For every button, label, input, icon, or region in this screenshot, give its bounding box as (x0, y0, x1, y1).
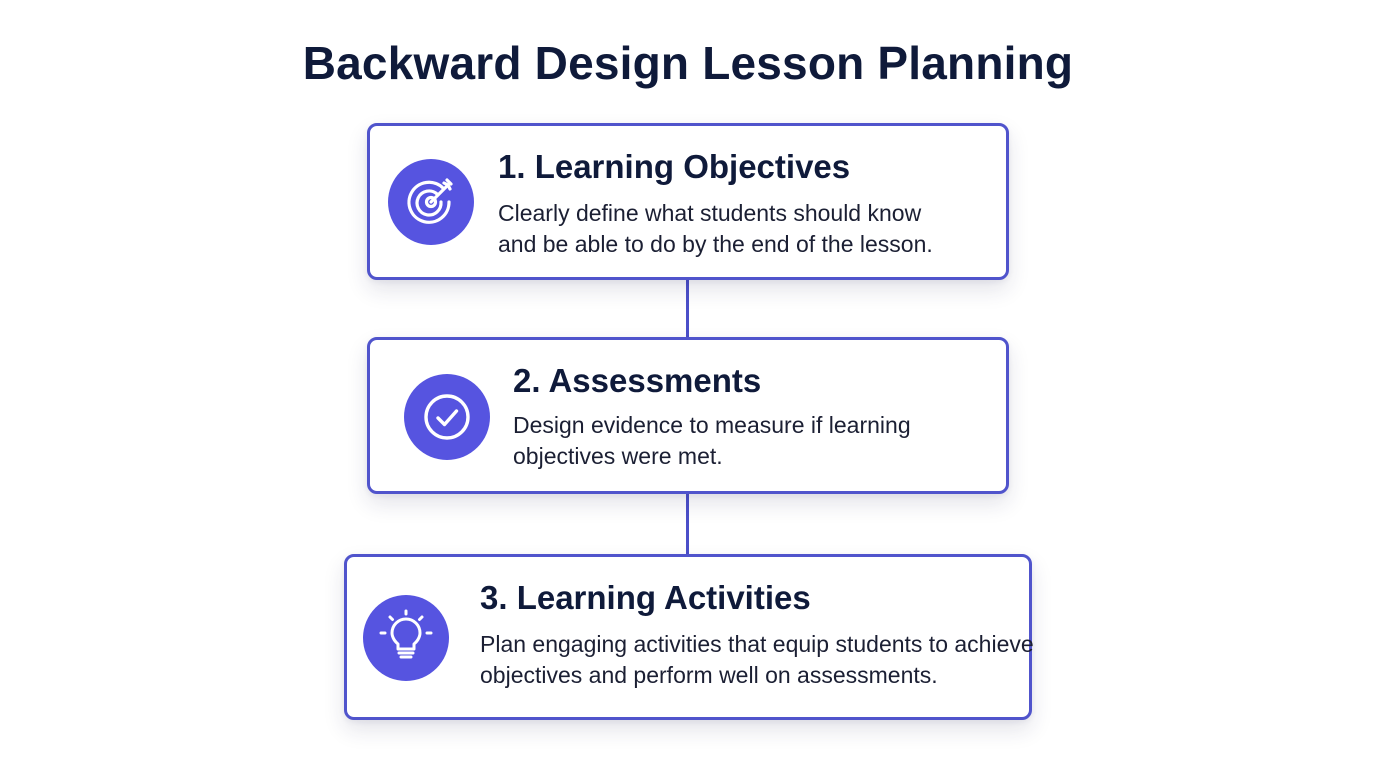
lightbulb-icon (363, 595, 449, 681)
step-title: 3. Learning Activities (480, 579, 811, 616)
step-description-line: objectives were met. (513, 443, 723, 469)
step-description: Design evidence to measure if learning o… (513, 410, 911, 472)
step-description-line: and be able to do by the end of the less… (498, 231, 933, 257)
checkmark-circle-icon (404, 374, 490, 460)
target-icon (388, 159, 474, 245)
step-card-learning-activities: 3. Learning Activities Plan engaging act… (344, 554, 1034, 720)
step-title: 1. Learning Objectives (498, 148, 851, 185)
step-card-assessments: 2. Assessments Design evidence to measur… (367, 337, 1009, 494)
step-description-line: Plan engaging activities that equip stud… (480, 631, 1034, 657)
step-description-line: objectives and perform well on assessmen… (480, 662, 938, 688)
step-description: Clearly define what students should know… (498, 198, 933, 260)
connector-line-2-3 (686, 492, 689, 556)
step-description: Plan engaging activities that equip stud… (480, 629, 1034, 691)
step-description-line: Clearly define what students should know (498, 200, 922, 226)
step-card-learning-objectives: 1. Learning Objectives Clearly define wh… (367, 123, 1009, 280)
step-description-line: Design evidence to measure if learning (513, 412, 911, 438)
diagram-title: Backward Design Lesson Planning (302, 37, 1074, 89)
connector-line-1-2 (686, 278, 689, 339)
step-title: 2. Assessments (513, 362, 762, 399)
